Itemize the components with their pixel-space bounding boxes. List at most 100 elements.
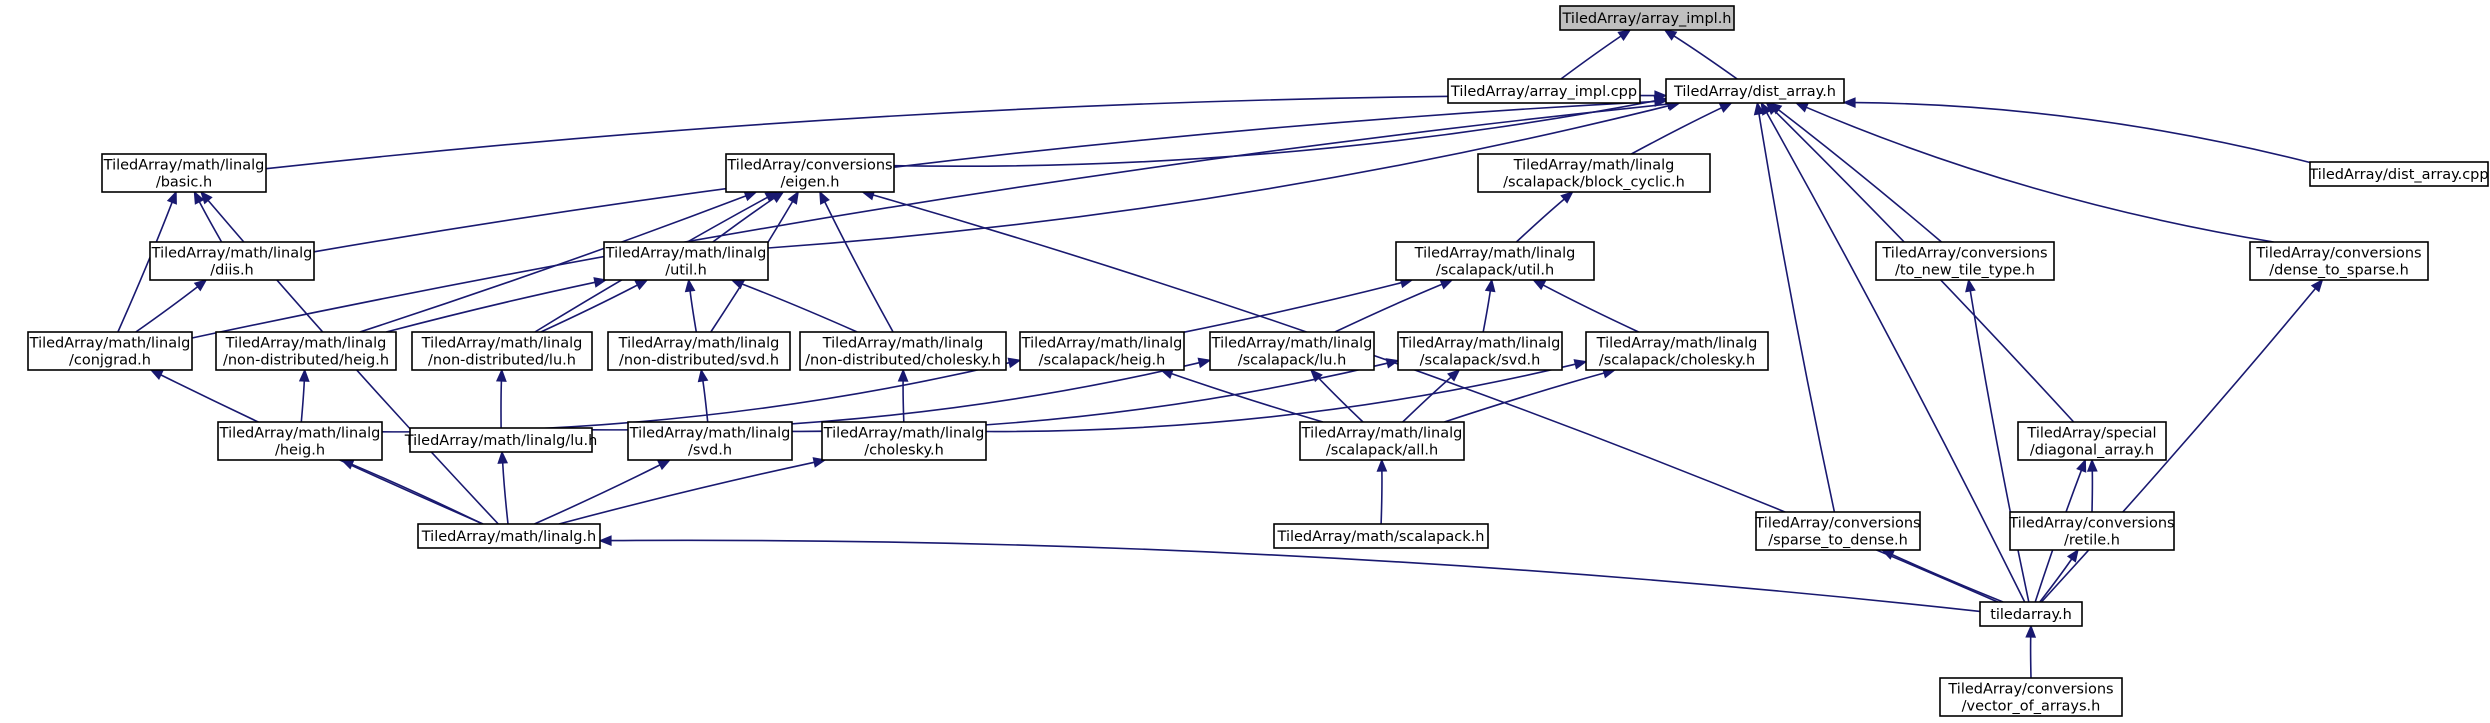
edge-nd_lu_h-to-linalg_util_h — [540, 284, 638, 333]
node-array_impl_h[interactable]: TiledArray/array_impl.h — [1559, 5, 1735, 31]
arrowhead-tiledarray_h-to-conversions_dense_to_sparse_h — [2310, 278, 2324, 293]
node-linalg_svd_h[interactable]: TiledArray/math/linalg/svd.h — [627, 421, 793, 461]
node-label-line: /diis.h — [210, 263, 254, 279]
edge-conversions_eigen_h-to-dist_array_h — [893, 100, 1656, 168]
arrowhead-conversions_dense_to_sparse_h-to-dist_array_h — [1794, 102, 1809, 113]
node-conversions_retile_h[interactable]: TiledArray/conversions/retile.h — [2008, 511, 2175, 551]
node-box — [1019, 331, 1185, 371]
node-label-line: /scalapack/svd.h — [1420, 353, 1541, 369]
node-label-line: TiledArray/math/linalg — [29, 336, 191, 352]
edge-nd_cholesky_h-to-linalg_util_h — [741, 283, 858, 333]
arrowhead-math_scalapack_h-to-sp_all_h — [1376, 458, 1388, 472]
node-linalg_util_h[interactable]: TiledArray/math/linalg/util.h — [603, 241, 769, 281]
node-sp_heig_h[interactable]: TiledArray/math/linalg/scalapack/heig.h — [1019, 331, 1185, 371]
node-box — [1273, 523, 1489, 549]
edge-dist_array_h-to-array_impl_h — [1673, 35, 1738, 80]
node-label-line: TiledArray/math/linalg — [151, 246, 313, 262]
node-sp_cholesky_h[interactable]: TiledArray/math/linalg/scalapack/cholesk… — [1585, 331, 1769, 371]
node-sp_all_h[interactable]: TiledArray/math/linalg/scalapack/all.h — [1299, 421, 1465, 461]
edge-nd_cholesky_h-to-conversions_eigen_h — [824, 201, 894, 333]
node-label-line: TiledArray/math/linalg/lu.h — [404, 433, 598, 449]
node-sp_lu_h[interactable]: TiledArray/math/linalg/scalapack/lu.h — [1209, 331, 1375, 371]
edge-tiledarray_h-to-dist_array_h — [1766, 112, 2026, 603]
node-nd_svd_h[interactable]: TiledArray/math/linalg/non-distributed/s… — [607, 331, 791, 371]
node-label-line: TiledArray/dist_array.h — [1673, 84, 1836, 100]
node-nd_cholesky_h[interactable]: TiledArray/math/linalg/non-distributed/c… — [799, 331, 1007, 371]
node-label-line: TiledArray/math/linalg — [1211, 336, 1373, 352]
arrowhead-linalg_diis_h-to-linalg_basic_h — [193, 190, 205, 205]
node-conversions_eigen_h[interactable]: TiledArray/conversions/eigen.h — [725, 153, 895, 193]
node-dist_array_cpp[interactable]: TiledArray/dist_array.cpp — [2308, 161, 2489, 187]
node-math_linalg_h[interactable]: TiledArray/math/linalg.h — [417, 523, 601, 549]
node-label-line: TiledArray/math/linalg — [1596, 336, 1758, 352]
arrowhead-tiledarray_h-to-math_linalg_h — [598, 535, 612, 546]
edge-dist_array_cpp-to-dist_array_h — [1854, 101, 2311, 164]
node-linalg_conjgrad_h[interactable]: TiledArray/math/linalg/conjgrad.h — [27, 331, 193, 371]
node-linalg_diis_h[interactable]: TiledArray/math/linalg/diis.h — [149, 241, 315, 281]
node-box — [217, 421, 383, 461]
arrowhead-sp_cholesky_h-to-scalapack_util_h — [1531, 279, 1547, 291]
edge-linalg_conjgrad_h-to-dist_array_h — [191, 103, 1669, 339]
edge-nd_heig_h-to-conversions_eigen_h — [359, 195, 747, 333]
node-linalg_cholesky_h[interactable]: TiledArray/math/linalg/cholesky.h — [821, 421, 987, 461]
arrowhead-linalg_conjgrad_h-to-linalg_basic_h — [166, 190, 177, 205]
arrowhead-nd_svd_h-to-conversions_eigen_h — [787, 190, 800, 205]
node-box — [1979, 601, 2083, 627]
arrowhead-linalg_cholesky_h-to-sp_cholesky_h — [1573, 359, 1588, 370]
node-tiledarray_h[interactable]: tiledarray.h — [1979, 601, 2083, 627]
node-label-line: TiledArray/math/linalg — [1399, 336, 1561, 352]
node-label-line: TiledArray/math/linalg — [618, 336, 780, 352]
edge-linalg_svd_h-to-nd_svd_h — [702, 380, 709, 423]
node-box — [1477, 153, 1711, 193]
arrowhead-sp_all_h-to-sp_svd_h — [1447, 368, 1461, 382]
arrowhead-linalg_lu_h-to-nd_lu_h — [495, 368, 507, 382]
node-label-line: tiledarray.h — [1990, 607, 2072, 623]
node-conversions_sparse_to_dense_h[interactable]: TiledArray/conversions/sparse_to_dense.h — [1754, 511, 1921, 551]
node-linalg_heig_h[interactable]: TiledArray/math/linalg/heig.h — [217, 421, 383, 461]
node-box — [215, 331, 397, 371]
arrowhead-dist_array_h-to-array_impl_h — [1663, 29, 1678, 41]
node-label-line: /eigen.h — [781, 175, 840, 191]
node-array_impl_cpp[interactable]: TiledArray/array_impl.cpp — [1447, 78, 1641, 104]
edge-nd_svd_h-to-linalg_util_h — [689, 290, 698, 333]
node-box — [101, 153, 267, 193]
arrowhead-nd_heig_h-to-linalg_util_h — [593, 277, 608, 288]
node-box — [799, 331, 1007, 371]
node-nd_heig_h[interactable]: TiledArray/math/linalg/non-distributed/h… — [215, 331, 397, 371]
arrowhead-nd_cholesky_h-to-linalg_util_h — [730, 279, 745, 290]
node-linalg_basic_h[interactable]: TiledArray/math/linalg/basic.h — [101, 153, 267, 193]
node-label-line: /util.h — [665, 263, 707, 279]
node-scalapack_util_h[interactable]: TiledArray/math/linalg/scalapack/util.h — [1395, 241, 1595, 281]
node-box — [409, 427, 593, 453]
node-math_scalapack_h[interactable]: TiledArray/math/scalapack.h — [1273, 523, 1489, 549]
node-conversions_vector_of_arrays_h[interactable]: TiledArray/conversions/vector_of_arrays.… — [1939, 677, 2123, 717]
arrowhead-tiledarray_h-to-special_diagonal_array_h — [2076, 458, 2087, 473]
node-conversions_to_new_tile_type_h[interactable]: TiledArray/conversions/to_new_tile_type.… — [1875, 241, 2055, 281]
node-scalapack_block_cyclic_h[interactable]: TiledArray/math/linalg/scalapack/block_c… — [1477, 153, 1711, 193]
node-conversions_dense_to_sparse_h[interactable]: TiledArray/conversions/dense_to_sparse.h — [2249, 241, 2429, 281]
node-linalg_lu_h[interactable]: TiledArray/math/linalg/lu.h — [404, 427, 598, 453]
node-label-line: TiledArray/math/linalg — [1513, 158, 1675, 174]
edge-linalg_svd_h-to-sp_svd_h — [791, 362, 1388, 433]
arrowhead-linalg_heig_h-to-nd_heig_h — [298, 368, 310, 382]
edge-conversions_sparse_to_dense_h-to-dist_array_h — [1758, 113, 1836, 513]
node-label-line: /dense_to_sparse.h — [2269, 263, 2409, 279]
edge-math_linalg_h-to-linalg_heig_h — [351, 463, 483, 525]
node-sp_svd_h[interactable]: TiledArray/math/linalg/scalapack/svd.h — [1397, 331, 1563, 371]
node-dist_array_h[interactable]: TiledArray/dist_array.h — [1665, 78, 1845, 104]
node-special_diagonal_array_h[interactable]: TiledArray/special/diagonal_array.h — [2017, 421, 2167, 461]
node-label-line: TiledArray/math/linalg — [219, 426, 381, 442]
arrowhead-tiledarray_h-to-conversions_to_new_tile_type_h — [1965, 278, 1976, 293]
arrowhead-dist_array_cpp-to-dist_array_h — [1842, 97, 1856, 109]
node-label-line: TiledArray/math/linalg — [1021, 336, 1183, 352]
node-label-line: /to_new_tile_type.h — [1895, 263, 2035, 279]
node-label-line: TiledArray/conversions — [1947, 682, 2113, 698]
edge-linalg_basic_h-to-dist_array_h — [265, 94, 1656, 170]
node-nd_lu_h[interactable]: TiledArray/math/linalg/non-distributed/l… — [411, 331, 593, 371]
node-label-line: /scalapack/cholesky.h — [1599, 353, 1755, 369]
node-label-line: TiledArray/math/linalg.h — [421, 529, 596, 545]
edge-tiledarray_h-to-conversions_sparse_to_dense_h — [1891, 553, 2004, 603]
edge-conversions_dense_to_sparse_h-to-dist_array_h — [1805, 106, 2274, 243]
node-label-line: /scalapack/util.h — [1436, 263, 1554, 279]
